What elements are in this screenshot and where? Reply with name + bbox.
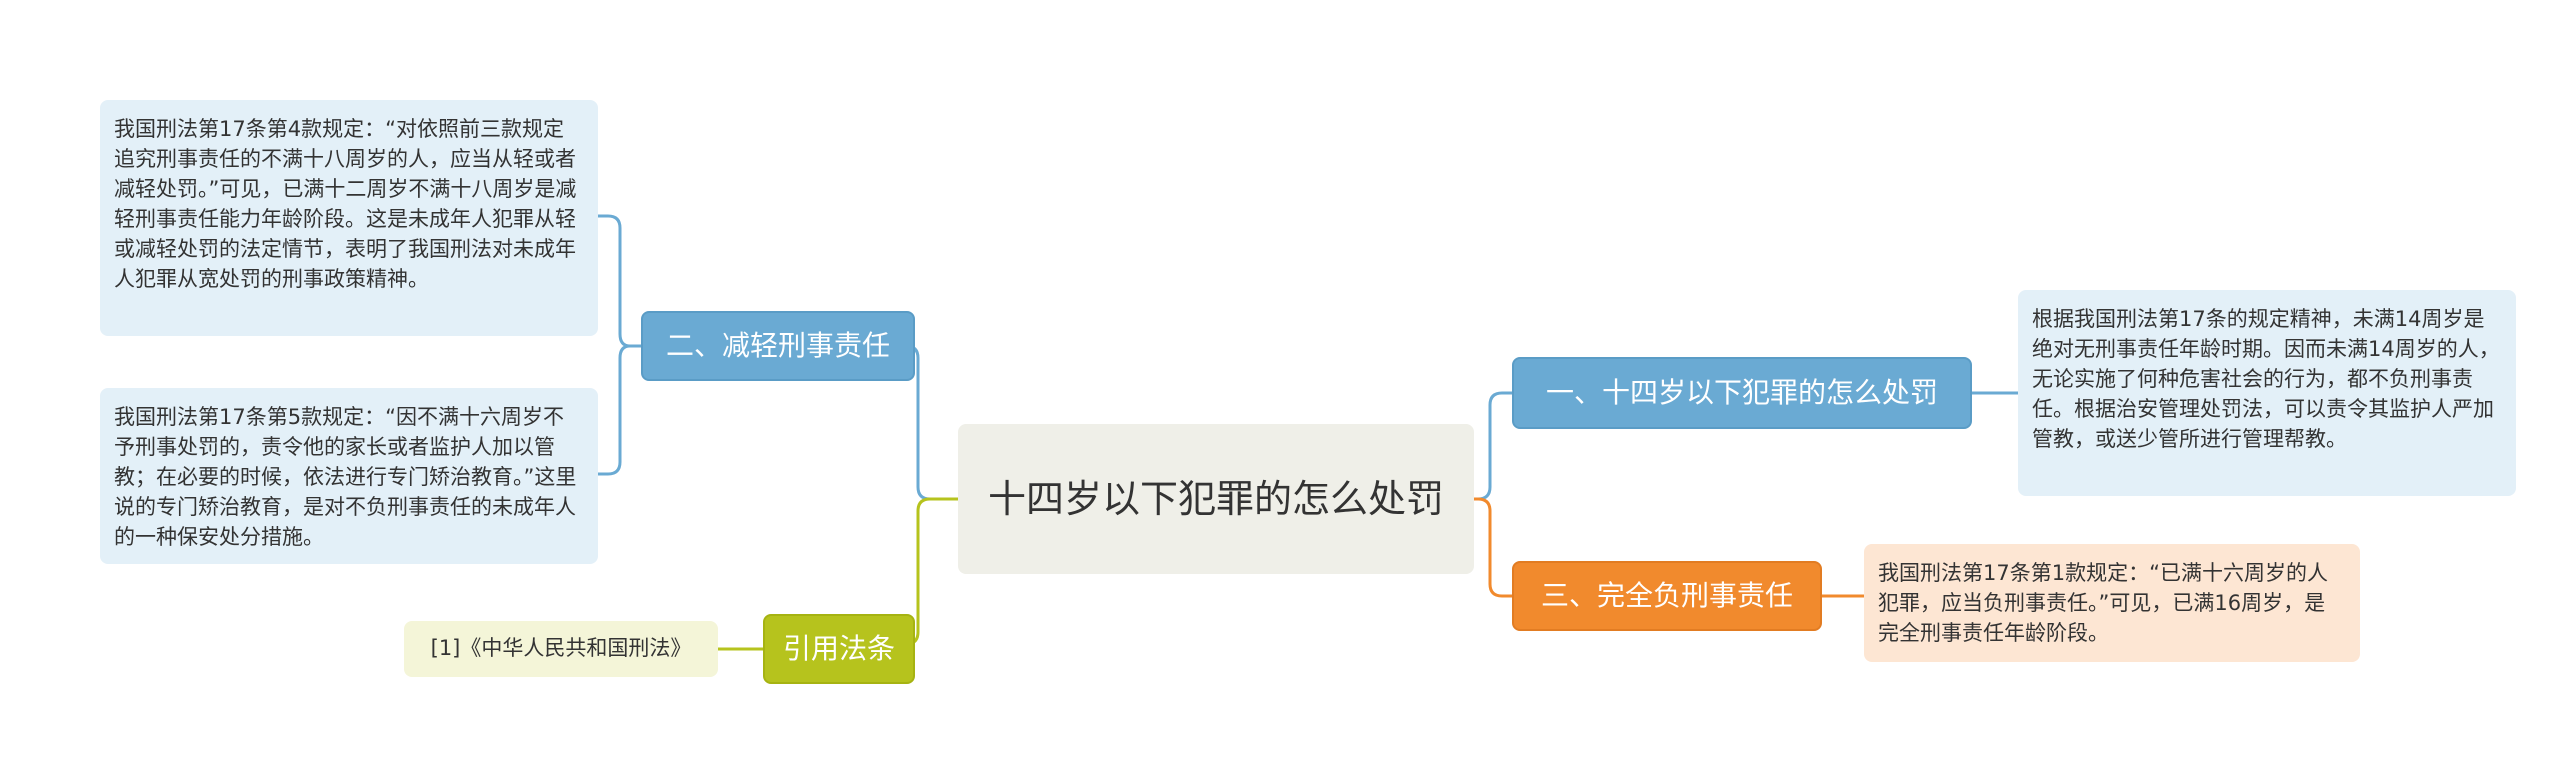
branch-4-label: 引用法条 <box>782 632 895 665</box>
branch-3-leaf-text: 我国刑法第17条第1款规定：“已满十六周岁的人犯罪，应当负刑事责任。”可见，已满… <box>1878 561 2328 645</box>
branch-3[interactable]: 三、完全负刑事责任 <box>1512 561 1822 631</box>
branch-2-label: 二、减轻刑事责任 <box>665 329 890 362</box>
branch-3-label: 三、完全负刑事责任 <box>1540 579 1793 612</box>
branch-3-leaf: 我国刑法第17条第1款规定：“已满十六周岁的人犯罪，应当负刑事责任。”可见，已满… <box>1864 544 2360 662</box>
branch-2-leaf-1-text: 我国刑法第17条第4款规定：“对依照前三款规定追究刑事责任的不满十八周岁的人，应… <box>114 117 577 291</box>
branch-2-leaf-2: 我国刑法第17条第5款规定：“因不满十六周岁不予刑事处罚的，责令他的家长或者监护… <box>100 388 598 564</box>
central-topic[interactable]: 十四岁以下犯罪的怎么处罚 <box>958 424 1474 574</box>
branch-2-leaf-2-text: 我国刑法第17条第5款规定：“因不满十六周岁不予刑事处罚的，责令他的家长或者监护… <box>114 405 577 549</box>
connector-central-b1 <box>1474 391 1512 501</box>
branch-1[interactable]: 一、十四岁以下犯罪的怎么处罚 <box>1512 357 1972 429</box>
connector-central-b3 <box>1474 497 1512 598</box>
connector-b2-leaf1 <box>598 214 641 348</box>
central-topic-title: 十四岁以下犯罪的怎么处罚 <box>987 477 1444 521</box>
branch-4[interactable]: 引用法条 <box>763 614 915 684</box>
branch-1-leaf-text: 根据我国刑法第17条的规定精神，未满14周岁是绝对无刑事责任年龄时期。因而未满1… <box>2032 307 2500 451</box>
connector-b2-leaf2 <box>598 344 641 476</box>
branch-2[interactable]: 二、减轻刑事责任 <box>641 311 915 381</box>
branch-1-label: 一、十四岁以下犯罪的怎么处罚 <box>1545 376 1938 409</box>
branch-2-leaf-1: 我国刑法第17条第4款规定：“对依照前三款规定追究刑事责任的不满十八周岁的人，应… <box>100 100 598 336</box>
branch-4-leaf-text: [1]《中华人民共和国刑法》 <box>430 636 692 660</box>
branch-4-leaf: [1]《中华人民共和国刑法》 <box>404 621 718 677</box>
branch-1-leaf: 根据我国刑法第17条的规定精神，未满14周岁是绝对无刑事责任年龄时期。因而未满1… <box>2018 290 2516 496</box>
